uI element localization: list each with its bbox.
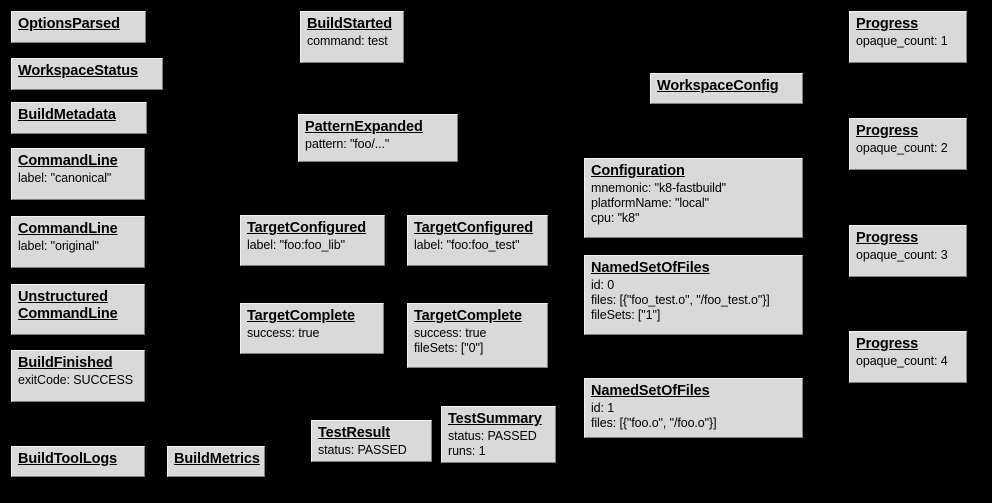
event-node-options-parsed[interactable]: OptionsParsed [11, 11, 146, 43]
event-node-title: NamedSetOfFiles [591, 260, 710, 276]
event-node-title: TargetComplete [414, 308, 522, 324]
event-node-field: label: "foo:foo_lib" [247, 238, 345, 252]
event-node-test-result[interactable]: TestResult status: PASSED [311, 420, 432, 462]
event-node-title: Progress [856, 123, 919, 139]
event-node-field: files: [{"foo.o", "/foo.o"}] [591, 416, 717, 430]
event-node-title: PatternExpanded [305, 119, 423, 135]
event-node-target-configured-foo-test[interactable]: TargetConfigured label: "foo:foo_test" [407, 215, 548, 266]
event-node-build-finished[interactable]: BuildFinished exitCode: SUCCESS [11, 350, 145, 402]
event-node-title: BuildMetrics [174, 451, 260, 467]
event-node-target-configured-foo-lib[interactable]: TargetConfigured label: "foo:foo_lib" [240, 215, 385, 266]
event-node-field: fileSets: ["1"] [591, 308, 661, 322]
event-node-title: Progress [856, 230, 919, 246]
event-node-workspace-config[interactable]: WorkspaceConfig [650, 73, 803, 104]
event-node-command-line-original[interactable]: CommandLine label: "original" [11, 216, 145, 268]
event-node-target-complete-foo-lib[interactable]: TargetComplete success: true [240, 303, 384, 354]
event-node-fields: command: test [307, 34, 397, 49]
event-node-fields: label: "original" [18, 239, 138, 254]
event-node-pattern-expanded[interactable]: PatternExpanded pattern: "foo/..." [298, 114, 458, 162]
event-node-title: TestResult [318, 425, 391, 441]
event-node-field: cpu: "k8" [591, 211, 640, 225]
event-node-title: TargetConfigured [414, 220, 533, 236]
event-node-title: TestSummary [448, 411, 542, 427]
event-node-fields: label: "canonical" [18, 171, 138, 186]
event-node-fields: opaque_count: 3 [856, 248, 960, 263]
event-node-field: status: PASSED [448, 429, 537, 443]
event-node-field: id: 1 [591, 401, 615, 415]
event-node-progress-4[interactable]: Progress opaque_count: 4 [849, 331, 967, 383]
event-node-field: fileSets: ["0"] [414, 341, 484, 355]
event-node-fields: label: "foo:foo_test" [414, 238, 541, 253]
event-node-build-tool-logs[interactable]: BuildToolLogs [11, 446, 145, 477]
event-node-title: BuildFinished [18, 355, 113, 371]
event-node-title: TargetConfigured [247, 220, 366, 236]
event-node-field: platformName: "local" [591, 196, 709, 210]
event-node-field: success: true [247, 326, 320, 340]
event-node-fields: opaque_count: 4 [856, 354, 960, 369]
event-node-field: id: 0 [591, 278, 615, 292]
event-node-fields: label: "foo:foo_lib" [247, 238, 378, 253]
event-node-title: NamedSetOfFiles [591, 383, 710, 399]
event-node-unstructured-command-line[interactable]: Unstructured CommandLine [11, 284, 145, 335]
event-node-configuration[interactable]: Configuration mnemonic: "k8-fastbuild"pla… [584, 158, 803, 238]
event-node-progress-3[interactable]: Progress opaque_count: 3 [849, 225, 967, 277]
event-node-build-started[interactable]: BuildStarted command: test [300, 11, 404, 63]
event-node-title: BuildToolLogs [18, 451, 118, 467]
event-node-workspace-status[interactable]: WorkspaceStatus [11, 58, 163, 90]
event-node-field: files: [{"foo_test.o", "/foo_test.o"}] [591, 293, 770, 307]
event-node-title: CommandLine [18, 221, 118, 237]
event-node-progress-1[interactable]: Progress opaque_count: 1 [849, 11, 967, 63]
event-node-title: CommandLine [18, 153, 118, 169]
event-node-field: exitCode: SUCCESS [18, 373, 134, 387]
event-node-fields: pattern: "foo/..." [305, 137, 451, 152]
event-node-fields: success: true [247, 326, 377, 341]
event-node-field: command: test [307, 34, 388, 48]
event-node-build-metrics[interactable]: BuildMetrics [167, 446, 265, 477]
event-node-field: opaque_count: 2 [856, 141, 948, 155]
event-node-title: BuildStarted [307, 16, 393, 32]
event-node-fields: opaque_count: 1 [856, 34, 960, 49]
event-node-title: Progress [856, 336, 919, 352]
event-node-field: status: PASSED [318, 443, 407, 457]
event-node-build-metadata[interactable]: BuildMetadata [11, 102, 147, 134]
event-node-field: label: "canonical" [18, 171, 112, 185]
event-node-command-line-canonical[interactable]: CommandLine label: "canonical" [11, 148, 145, 200]
event-node-title: Configuration [591, 163, 685, 179]
event-node-field: mnemonic: "k8-fastbuild" [591, 181, 727, 195]
event-node-fields: status: PASSED [318, 443, 425, 458]
event-node-title: BuildMetadata [18, 107, 116, 123]
event-node-title: WorkspaceConfig [657, 78, 779, 94]
event-node-title: Progress [856, 16, 919, 32]
event-node-field: opaque_count: 1 [856, 34, 948, 48]
event-node-title: Unstructured CommandLine [18, 289, 118, 322]
event-node-field: runs: 1 [448, 444, 486, 458]
event-node-title: WorkspaceStatus [18, 63, 138, 79]
event-node-field: label: "original" [18, 239, 99, 253]
event-node-field: label: "foo:foo_test" [414, 238, 520, 252]
event-node-fields: mnemonic: "k8-fastbuild"platformName: "l… [591, 181, 796, 226]
event-node-field: pattern: "foo/..." [305, 137, 390, 151]
event-node-title: OptionsParsed [18, 16, 120, 32]
event-node-title: TargetComplete [247, 308, 355, 324]
event-node-field: opaque_count: 4 [856, 354, 948, 368]
event-node-progress-2[interactable]: Progress opaque_count: 2 [849, 118, 967, 170]
event-node-field: success: true [414, 326, 487, 340]
event-node-fields: exitCode: SUCCESS [18, 373, 138, 388]
event-node-field: opaque_count: 3 [856, 248, 948, 262]
event-node-fields: opaque_count: 2 [856, 141, 960, 156]
